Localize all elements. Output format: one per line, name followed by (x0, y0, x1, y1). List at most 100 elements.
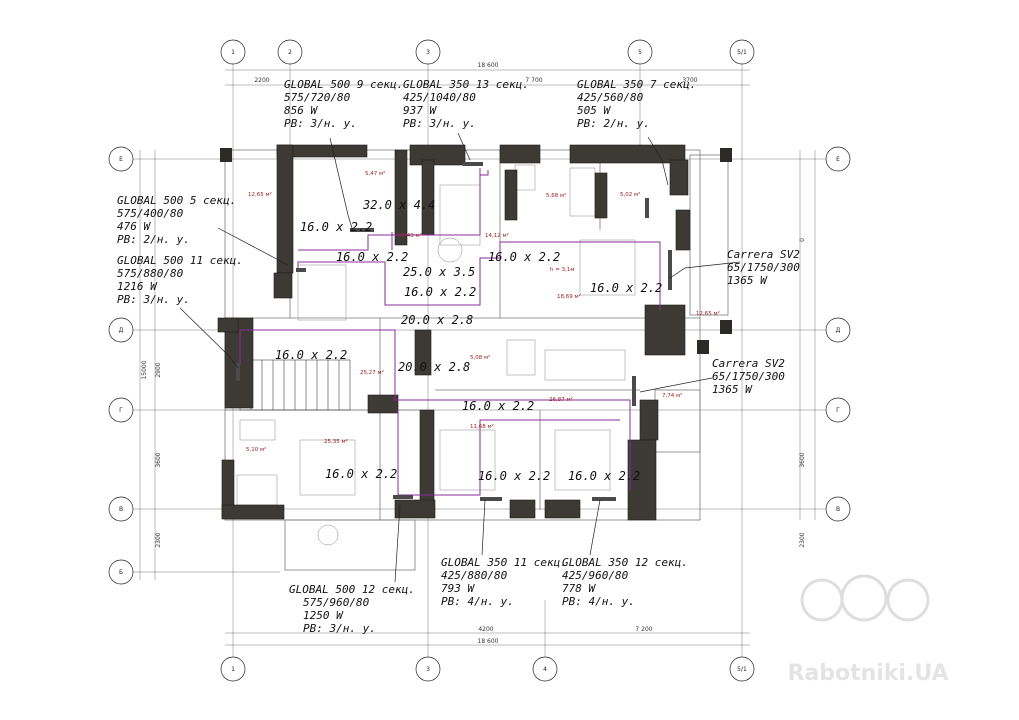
dim-right-seg-2: 2300 (799, 532, 806, 547)
pipe-label-6: 16.0 x 2.2 (488, 250, 560, 264)
pipe-label-7: 16.0 x 2.2 (590, 281, 662, 295)
radiator-3-pb: PB: 2/н. у. (577, 117, 650, 130)
walls (217, 144, 691, 521)
pipe-label-10: 20.0 x 2.8 (398, 360, 470, 374)
radiator-7-pb: PB: 4/н. у. (441, 595, 514, 608)
pipe-label-9: 16.0 x 2.2 (275, 348, 347, 362)
pipe-label-13: 16.0 x 2.2 (478, 469, 550, 483)
radiator-2-size: 425/1040/80 (403, 91, 476, 104)
radiator-label-7: GLOBAL 350 11 секц. 425/880/80 793 W PB:… (441, 556, 567, 608)
radiator-5-model: GLOBAL 500 11 секц. (117, 254, 243, 267)
area-labels: 12,65 м² 5,47 м² 17,49 м² 14,12 м² 5,68 … (246, 170, 720, 453)
watermark-text: Rabotniki.UA (787, 661, 948, 686)
axis-top-3: 3 (426, 49, 430, 56)
pipe-label-3: 16.0 x 2.2 (336, 250, 408, 264)
dim-top-seg-1: 2200 (254, 77, 269, 84)
axis-left-e: Е (119, 156, 123, 163)
radiator-1-pb: PB: 3/н. у. (284, 117, 357, 130)
radiator-4-power: 476 W (117, 220, 151, 233)
radiator-6-pb: PB: 3/н. у. (303, 622, 376, 635)
area-12: 7,74 м² (662, 392, 682, 399)
area-9: 25,27 м² (360, 369, 384, 376)
dim-left-seg-3: 2300 (155, 532, 162, 547)
axis-bubbles (108, 39, 851, 682)
radiator-marks (236, 162, 672, 501)
staircase (239, 359, 351, 411)
radiator-4-size: 575/400/80 (117, 207, 184, 220)
dimension-texts: 18 600 2200 7 700 3700 4200 7 200 18 600… (141, 62, 806, 645)
dim-left-seg-2: 3600 (155, 452, 162, 467)
axis-right-e: Е (836, 156, 840, 163)
area-13: 5,10 м² (246, 446, 266, 453)
pipe-labels: 16.0 x 2.2 32.0 x 4.4 16.0 x 2.2 25.0 x … (275, 198, 662, 483)
convector-2-model: Carrera SV2 (712, 357, 785, 370)
radiator-label-8: GLOBAL 350 12 секц. 425/960/80 778 W PB:… (562, 556, 688, 608)
axis-left-d: Д (119, 327, 124, 334)
radiator-label-5: GLOBAL 500 11 секц. 575/880/80 1216 W PB… (117, 254, 243, 306)
area-10: 5,08 м² (470, 354, 490, 361)
height-note: h = 3,1м (550, 267, 575, 273)
area-5: 5,68 м² (546, 192, 566, 199)
dim-left-seg-1: 2900 (155, 362, 162, 377)
radiator-2-power: 937 W (403, 104, 437, 117)
pipe-label-4: 25.0 x 3.5 (403, 265, 475, 279)
radiator-5-size: 575/880/80 (117, 267, 184, 280)
axis-top-1: 1 (231, 49, 235, 56)
radiator-1-size: 575/720/80 (284, 91, 351, 104)
dim-right-top: 0 (799, 238, 806, 242)
axis-bottom-3: 3 (426, 666, 430, 673)
radiator-6-model: GLOBAL 500 12 секц. (289, 583, 415, 596)
pipe-label-11: 16.0 x 2.2 (462, 399, 534, 413)
convector-2-power: 1365 W (712, 383, 753, 396)
dim-bottom-seg-1: 4200 (478, 626, 493, 633)
pipe-label-1: 16.0 x 2.2 (300, 220, 372, 234)
dim-bottom-total: 18 600 (478, 638, 499, 645)
radiator-8-size: 425/960/80 (562, 569, 629, 582)
radiator-label-1: GLOBAL 500 9 секц. 575/720/80 856 W PB: … (284, 78, 403, 130)
dim-top-total: 18 600 (478, 62, 499, 69)
area-8: 12,65 м² (696, 310, 720, 317)
radiator-1-model: GLOBAL 500 9 секц. (284, 78, 403, 91)
axis-bottom-1: 1 (231, 666, 235, 673)
convector-2-size: 65/1750/300 (712, 370, 785, 383)
radiator-5-power: 1216 W (117, 280, 158, 293)
axis-top-2: 2 (288, 49, 292, 56)
pipe-label-12: 16.0 x 2.2 (325, 467, 397, 481)
radiator-3-size: 425/560/80 (577, 91, 644, 104)
dim-bottom-seg-2: 7 200 (635, 626, 652, 633)
radiator-3-model: GLOBAL 350 7 секц. (577, 78, 696, 91)
radiator-8-power: 778 W (562, 582, 596, 595)
radiator-6-power: 1250 W (303, 609, 344, 622)
convector-1-power: 1365 W (727, 274, 768, 287)
columns (220, 148, 732, 354)
area-4: 14,12 м² (485, 232, 509, 239)
pipe-label-8: 20.0 x 2.8 (401, 313, 473, 327)
area-14: 25,35 м² (324, 438, 348, 445)
area-1: 12,65 м² (248, 191, 272, 198)
radiator-4-model: GLOBAL 500 5 секц. (117, 194, 236, 207)
furniture (236, 164, 636, 546)
radiator-7-model: GLOBAL 350 11 секц. (441, 556, 567, 569)
radiator-8-pb: PB: 4/н. у. (562, 595, 635, 608)
dim-left-total: 15000 (141, 360, 148, 379)
leader-lines (179, 132, 741, 583)
area-2: 5,47 м² (365, 170, 385, 177)
watermark-logo (800, 574, 930, 622)
axis-left-b: Б (119, 569, 123, 576)
area-7: 18,69 м² (557, 293, 581, 300)
convector-1-model: Carrera SV2 (727, 248, 800, 261)
pipe-label-2: 32.0 x 4.4 (362, 198, 435, 212)
axis-labels: 1 2 3 5 5/1 1 3 4 5/1 Е Д Г В Б Е Д Г В (119, 49, 841, 673)
dim-top-seg-2: 7 700 (525, 77, 542, 84)
radiator-6-size: 575/960/80 (303, 596, 370, 609)
radiator-3-power: 505 W (577, 104, 611, 117)
pipe-label-14: 16.0 x 2.2 (568, 469, 640, 483)
axis-left-g: Г (119, 407, 123, 414)
axis-right-v: В (836, 506, 840, 513)
area-15: 11,68 м² (470, 423, 494, 430)
axis-bottom-5-1: 5/1 (737, 666, 747, 673)
radiator-8-model: GLOBAL 350 12 секц. (562, 556, 688, 569)
convector-1-size: 65/1750/300 (727, 261, 800, 274)
convector-label-2: Carrera SV2 65/1750/300 1365 W (712, 357, 785, 396)
